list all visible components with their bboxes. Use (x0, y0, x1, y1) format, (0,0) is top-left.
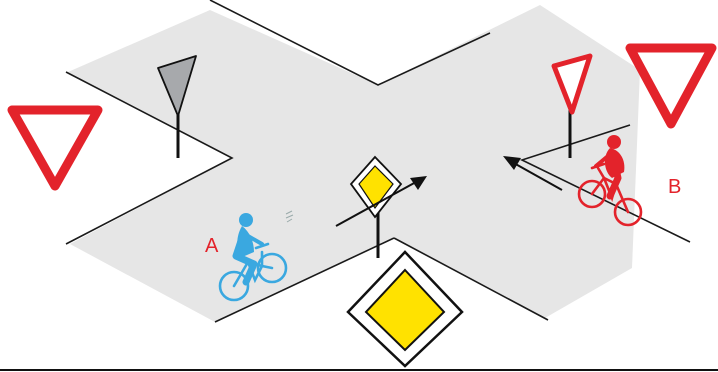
cyclist-a-icon (218, 213, 288, 302)
yield-sign-icon (157, 55, 197, 117)
yield-sign-icon (7, 105, 103, 191)
direction-arrows (335, 156, 563, 227)
edge-top-left-upper (209, 0, 491, 86)
arrow-b-shaft (511, 161, 563, 191)
bicycle-wheel-icon (256, 252, 288, 284)
yield-sign-icon (551, 53, 593, 115)
cyclist-b-label: B (668, 176, 682, 198)
motion-marks (285, 210, 294, 223)
arrow-a-shaft (335, 181, 417, 227)
bicycle-wheel-icon (613, 197, 643, 227)
right-signpost (551, 53, 593, 158)
yield-sign-icon (625, 43, 717, 129)
cyclist-b-icon (577, 135, 643, 227)
edge-top-left-lower (65, 71, 234, 245)
left-signpost (157, 55, 197, 158)
arrow-a-head-icon (410, 176, 427, 190)
edge-bottom-right (393, 237, 549, 321)
priority-road-sign-icon (346, 250, 464, 368)
road-surface (68, 5, 640, 322)
bicycle-wheel-icon (577, 179, 607, 209)
edge-right-side (519, 124, 691, 243)
cyclist-a-label: A (205, 235, 219, 257)
road-edge-lines (65, 0, 691, 323)
center-signpost (349, 155, 403, 258)
bicycle-wheel-icon (218, 270, 250, 302)
edge-bottom-center (214, 237, 395, 323)
arrow-b-head-icon (503, 156, 521, 170)
